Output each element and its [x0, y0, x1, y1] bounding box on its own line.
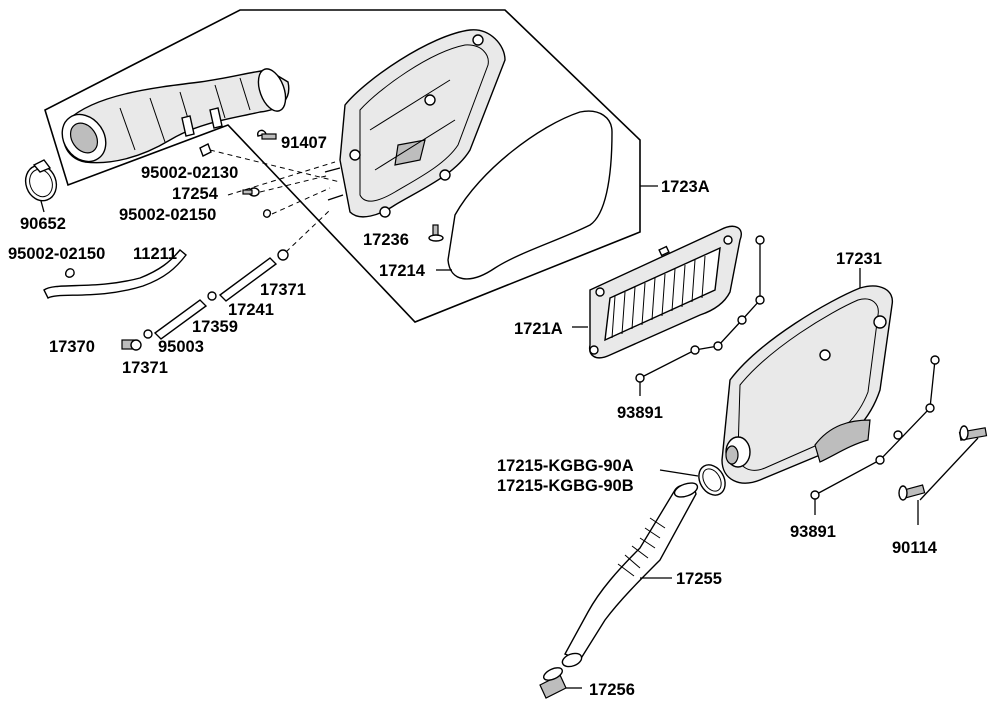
- label-17370: 17370: [49, 338, 95, 356]
- label-91407: 91407: [281, 134, 327, 152]
- label-17236: 17236: [363, 231, 409, 249]
- label-95002-02150-lower: 95002-02150: [8, 245, 105, 263]
- bolts-90114: [898, 425, 988, 501]
- hose-11211: [43, 249, 187, 299]
- plug-95002-02130: [199, 143, 212, 157]
- label-17256: 17256: [589, 681, 635, 699]
- intake-duct: [61, 68, 290, 164]
- clip-95002-02150-lower: [64, 268, 75, 278]
- screws-93891-upper: [635, 235, 765, 383]
- label-90652: 90652: [20, 215, 66, 233]
- leader-17215: [659, 469, 699, 477]
- clip-95002-02150-upper: [262, 209, 272, 218]
- air-cleaner-case: [324, 29, 506, 218]
- label-95003: 95003: [158, 338, 204, 356]
- drain-tube-17255: [561, 482, 699, 668]
- label-17371-upper: 17371: [260, 281, 306, 299]
- label-95002-02130: 95002-02130: [141, 164, 238, 182]
- label-90114: 90114: [892, 539, 938, 557]
- label-17215-90b: 17215-KGBG-90B: [497, 477, 634, 495]
- assembly-outline-1723A: [44, 9, 641, 323]
- label-93891-upper: 93891: [617, 404, 663, 422]
- hose-17359: [153, 299, 208, 340]
- clip-95003: [207, 291, 217, 301]
- label-11211: 11211: [133, 245, 177, 263]
- screw-17236: [428, 224, 444, 242]
- label-95002-02150-upper: 95002-02150: [119, 206, 216, 224]
- routing-lines: [209, 149, 341, 253]
- clamp-17215: [698, 464, 726, 496]
- label-1721A: 1721A: [514, 320, 563, 338]
- label-17359: 17359: [192, 318, 238, 336]
- label-17254: 17254: [172, 185, 219, 203]
- screw-17254: [242, 187, 260, 197]
- cover-17231: [721, 285, 894, 484]
- label-17255: 17255: [676, 570, 722, 588]
- screws-93891-lower: [810, 355, 940, 500]
- label-17215-90a: 17215-KGBG-90A: [497, 457, 634, 475]
- label-1723A: 1723A: [661, 178, 710, 196]
- clip-17371-lower: [143, 329, 153, 339]
- plug-17370: [121, 339, 142, 351]
- hose-17241: [218, 257, 278, 302]
- label-17371-lower: 17371: [122, 359, 168, 377]
- label-17214: 17214: [379, 262, 426, 280]
- clip-17371-upper: [277, 249, 289, 261]
- plug-17256: [539, 667, 567, 699]
- leader-90652: [40, 200, 45, 213]
- clamp-90652: [24, 159, 58, 202]
- clip-91407: [256, 129, 277, 140]
- gasket-17214: [447, 110, 613, 280]
- label-17241: 17241: [228, 301, 274, 319]
- filter-element-1721A: [588, 225, 742, 359]
- label-17231: 17231: [836, 250, 882, 268]
- label-93891-lower: 93891: [790, 523, 836, 541]
